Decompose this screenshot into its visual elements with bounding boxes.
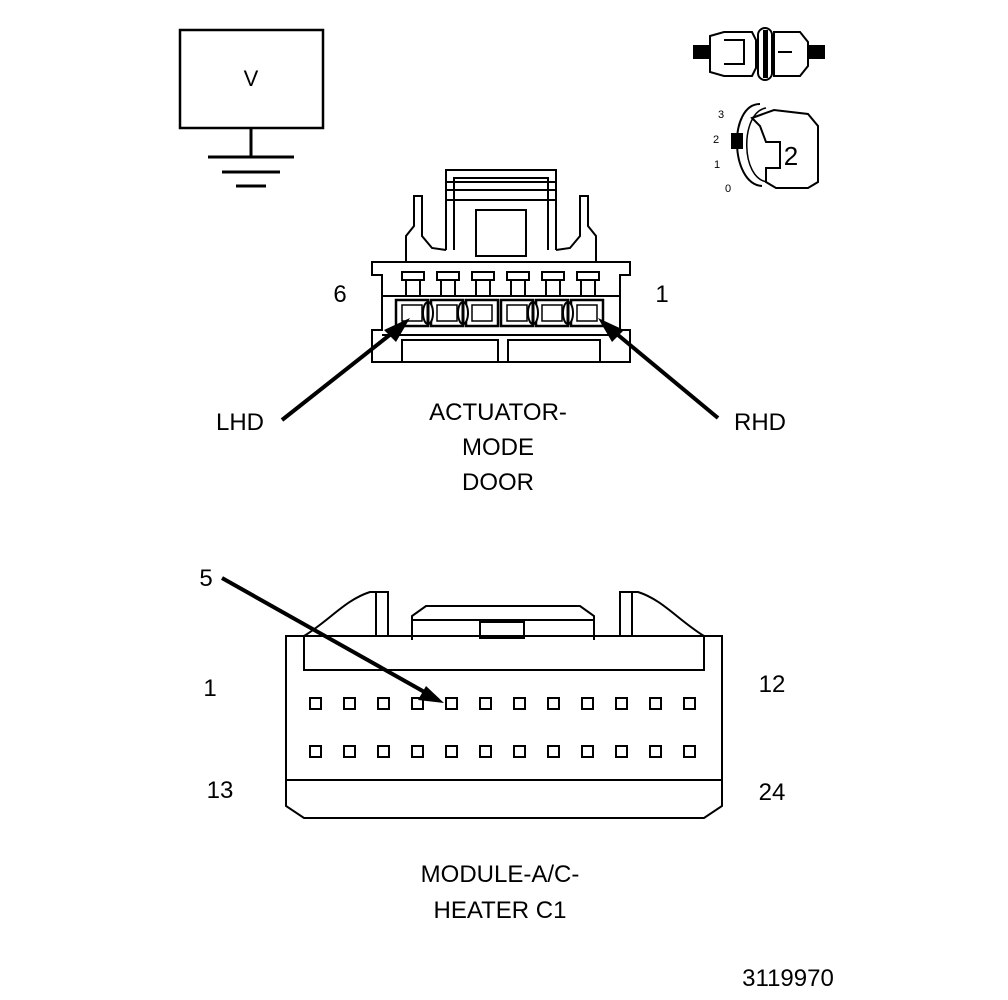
position-dial-icon: 3 2 1 0 2: [713, 103, 819, 195]
module-pin-cavity: [581, 697, 594, 710]
module-pin-cavity: [615, 745, 628, 758]
module-pin-cavity: [547, 697, 560, 710]
actuator-seal: [457, 301, 469, 325]
module-title-line-1: MODULE-A/C-: [421, 861, 580, 888]
module-pin-cavity: [581, 745, 594, 758]
module-connector: [285, 591, 723, 819]
voltmeter-symbol: V: [178, 28, 325, 130]
actuator-cavity: [464, 271, 500, 328]
module-cavities: [309, 697, 696, 758]
module-title-line-2: HEATER C1: [434, 897, 567, 924]
module-pin-cavity: [649, 745, 662, 758]
module-pin-cavity: [445, 745, 458, 758]
actuator-pin-6-label: 6: [333, 281, 346, 308]
actuator-connector: [371, 169, 631, 363]
actuator-cavity: [569, 271, 605, 328]
module-pin-cavity: [547, 745, 560, 758]
actuator-cavities: [394, 271, 605, 328]
module-pin-cavity: [411, 697, 424, 710]
module-pin-cavity: [479, 745, 492, 758]
ground-icon: [208, 128, 294, 188]
module-pin-12-label: 12: [759, 671, 786, 698]
dial-tick-2: 2: [713, 134, 719, 146]
dial-tick-0: 0: [725, 183, 731, 195]
module-pin-cavity: [445, 697, 458, 710]
module-pin-cavity: [377, 745, 390, 758]
module-pin-cavity: [683, 745, 696, 758]
module-pin-cavity: [649, 697, 662, 710]
module-pin-cavity: [309, 697, 322, 710]
actuator-seal: [422, 301, 434, 325]
module-pin-cavity: [683, 697, 696, 710]
module-pin-cavity: [411, 745, 424, 758]
module-pin-cavity: [513, 697, 526, 710]
dial-tick-3: 3: [718, 109, 724, 121]
module-pin-cavity: [343, 697, 356, 710]
module-pin-13-label: 13: [207, 777, 234, 804]
actuator-title-line-3: DOOR: [462, 469, 534, 496]
module-pin-cavity: [615, 697, 628, 710]
connector-side-view-icon: [693, 27, 825, 81]
module-callout-pin-5: 5: [199, 565, 212, 592]
rhd-label: RHD: [734, 409, 786, 436]
actuator-seal: [527, 301, 539, 325]
module-pin-1-label: 1: [203, 675, 216, 702]
module-pin-cavity: [377, 697, 390, 710]
actuator-title-line-1: ACTUATOR-: [429, 399, 567, 426]
module-pin-cavity: [513, 745, 526, 758]
rhd-arrow: [598, 318, 720, 420]
dial-tick-1: 1: [714, 159, 720, 171]
dial-value: 2: [784, 141, 798, 171]
actuator-pin-1-label: 1: [655, 281, 668, 308]
module-pin-cavity: [309, 745, 322, 758]
module-pin-cavity: [479, 697, 492, 710]
figure-number: 3119970: [742, 965, 834, 992]
module-pin-cavity: [343, 745, 356, 758]
actuator-title-line-2: MODE: [462, 434, 534, 461]
pin-5-callout-arrow: [221, 576, 444, 703]
actuator-seal: [562, 301, 574, 325]
module-pin-24-label: 24: [759, 779, 786, 806]
voltmeter-label: V: [244, 66, 259, 91]
lhd-arrow: [280, 318, 410, 422]
lhd-label: LHD: [216, 409, 264, 436]
